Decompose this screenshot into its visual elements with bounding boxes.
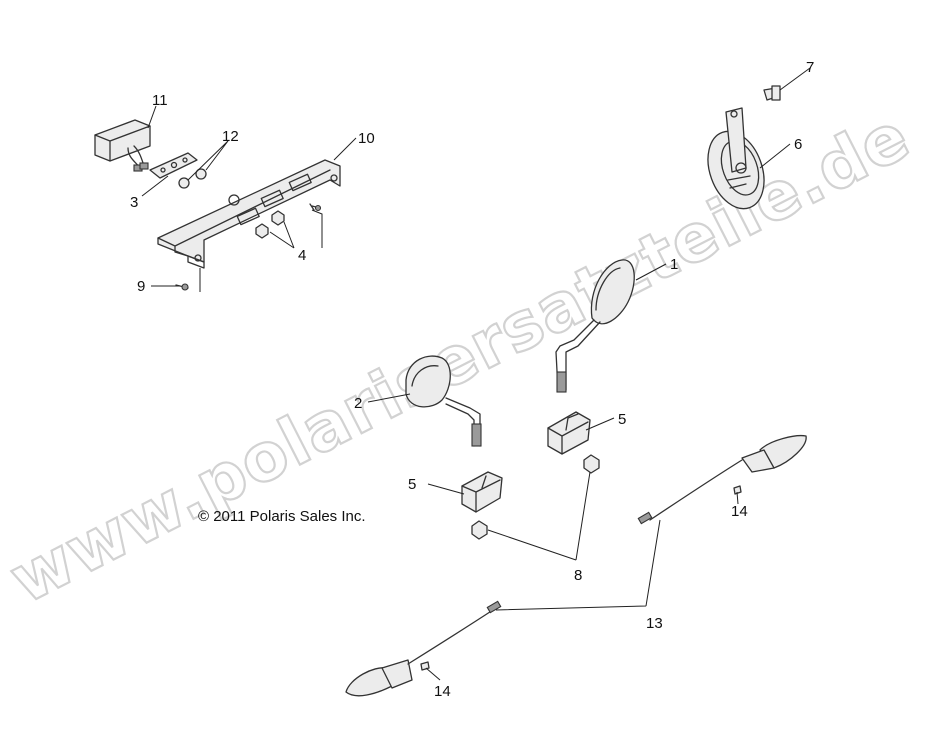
- callout-12: 12: [222, 128, 239, 145]
- copyright-text: © 2011 Polaris Sales Inc.: [198, 508, 366, 525]
- turn-signal-screw-parts[interactable]: [420, 485, 742, 671]
- callout-2: 2: [354, 395, 362, 412]
- callout-3: 3: [130, 194, 138, 211]
- callout-5b: 5: [408, 476, 416, 493]
- callout-14b: 14: [434, 683, 451, 700]
- left-turn-signal-part[interactable]: [345, 600, 502, 697]
- horn-part[interactable]: [698, 107, 774, 216]
- leader-lines: [141, 67, 811, 681]
- callout-14a: 14: [731, 503, 748, 520]
- clamp-nut-parts[interactable]: [471, 454, 600, 540]
- callout-5a: 5: [618, 411, 626, 428]
- right-mirror-part[interactable]: [555, 259, 635, 393]
- upper-clamp-part[interactable]: [547, 411, 591, 455]
- watermark-text: www.polarisersatzteile.de: [0, 97, 922, 618]
- callout-10: 10: [358, 130, 375, 147]
- callout-1: 1: [670, 256, 678, 273]
- callout-8: 8: [574, 567, 582, 584]
- callout-4: 4: [298, 247, 306, 264]
- callout-7: 7: [806, 59, 814, 76]
- lamp-plate-part[interactable]: [149, 152, 198, 179]
- license-bracket-part[interactable]: [157, 159, 341, 269]
- callout-numbers: 1 2 3 4 5 5 6 7 8 9 10 11 12 13 14 14: [130, 59, 814, 700]
- callout-9: 9: [137, 278, 145, 295]
- nut-parts[interactable]: [255, 210, 285, 239]
- callout-13: 13: [646, 615, 663, 632]
- callout-11: 11: [152, 92, 168, 109]
- grommet-parts[interactable]: [178, 168, 207, 189]
- right-turn-signal-part[interactable]: [637, 434, 807, 525]
- lower-clamp-part[interactable]: [461, 471, 503, 513]
- left-mirror-part[interactable]: [405, 355, 482, 447]
- callout-6: 6: [794, 136, 802, 153]
- license-lamp-part[interactable]: [94, 119, 151, 172]
- horn-bolt-part[interactable]: [763, 85, 781, 101]
